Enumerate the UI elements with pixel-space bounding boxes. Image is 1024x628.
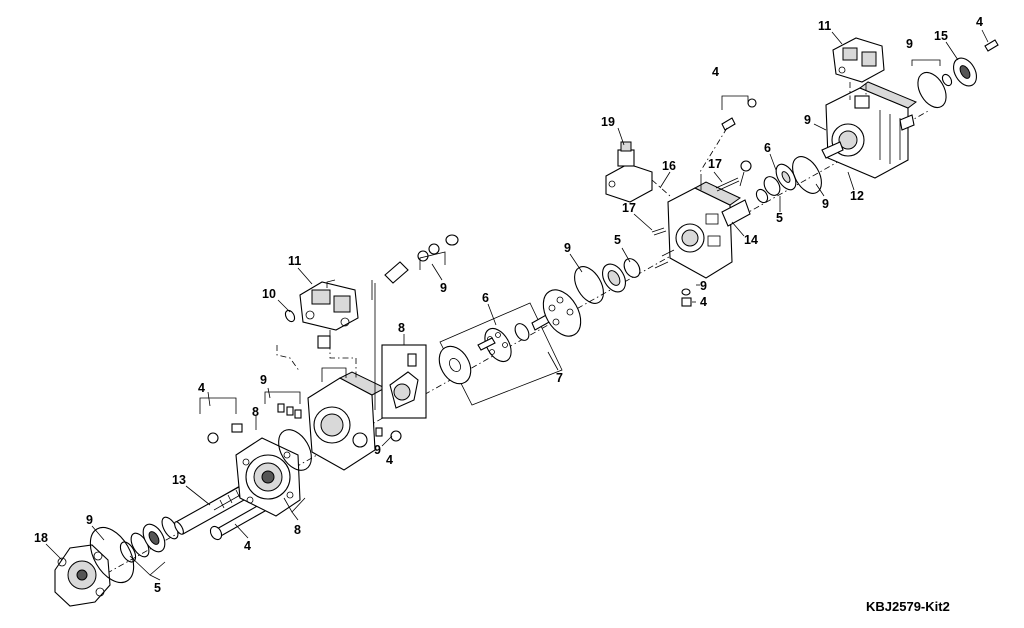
callout-9: 9 (86, 513, 93, 527)
callout-16: 16 (662, 159, 676, 173)
callout-8: 8 (398, 321, 405, 335)
pin-part (651, 227, 667, 236)
callout-4: 4 (244, 539, 251, 553)
fitting-part (681, 288, 691, 296)
rotating-group-part (438, 289, 582, 406)
callout-9: 9 (564, 241, 571, 255)
callout-10: 10 (262, 287, 276, 301)
callout-9: 9 (700, 279, 707, 293)
bearing-group-part (119, 516, 179, 563)
callout-11: 11 (818, 19, 831, 33)
fitting-group-part (371, 234, 459, 442)
plug-part (721, 95, 757, 131)
callout-17: 17 (622, 201, 636, 215)
cover-plate-part (952, 57, 978, 87)
callout-9: 9 (822, 197, 829, 211)
callout-9: 9 (374, 443, 381, 457)
callout-4: 4 (712, 65, 719, 79)
valve-plate-part (601, 258, 641, 293)
end-cover-part (54, 544, 111, 607)
callout-18: 18 (34, 531, 48, 545)
callout-4: 4 (976, 15, 983, 29)
o-ring-part (278, 429, 312, 471)
regulator-valve-part (832, 37, 885, 83)
callout-17: 17 (708, 157, 722, 171)
adapter-block-part (317, 335, 331, 349)
rear-pump-part (821, 81, 917, 179)
eyebolt-part (739, 160, 752, 187)
callout-7: 7 (556, 371, 563, 385)
solenoid-valve-part (605, 141, 653, 203)
regulator-valve-part (299, 279, 359, 331)
callout-6: 6 (764, 141, 771, 155)
callout-4: 4 (700, 295, 707, 309)
fitting-group-part (199, 391, 302, 444)
bearing-group-part (755, 163, 797, 204)
callout-9: 9 (440, 281, 447, 295)
callout-8: 8 (252, 405, 259, 419)
callout-15: 15 (934, 29, 948, 43)
callout-4: 4 (198, 381, 205, 395)
bolt-part (984, 39, 999, 52)
pin-part (715, 177, 740, 192)
center-end-block-part (667, 174, 751, 279)
gasket-part (284, 309, 296, 323)
o-ring-part (792, 156, 822, 194)
callout-5: 5 (154, 581, 161, 595)
callout-12: 12 (850, 189, 864, 203)
callout-11: 11 (288, 254, 301, 268)
callout-13: 13 (172, 473, 186, 487)
callout-19: 19 (601, 115, 615, 129)
figure-reference-code: KBJ2579-Kit2 (866, 599, 950, 614)
leader-lines (45, 29, 989, 581)
callout-8: 8 (294, 523, 301, 537)
o-ring-part (917, 71, 947, 109)
front-flange-part (235, 437, 301, 517)
callout-5: 5 (776, 211, 783, 225)
plug-part (681, 297, 692, 307)
servo-piston-group (381, 344, 427, 419)
callout-9: 9 (804, 113, 811, 127)
callout-14: 14 (744, 233, 758, 247)
o-ring-part (89, 526, 135, 584)
callout-9: 9 (260, 373, 267, 387)
callout-5: 5 (614, 233, 621, 247)
callout-4: 4 (386, 453, 393, 467)
callout-9: 9 (906, 37, 913, 51)
callout-6: 6 (482, 291, 489, 305)
seal-part (941, 73, 953, 87)
